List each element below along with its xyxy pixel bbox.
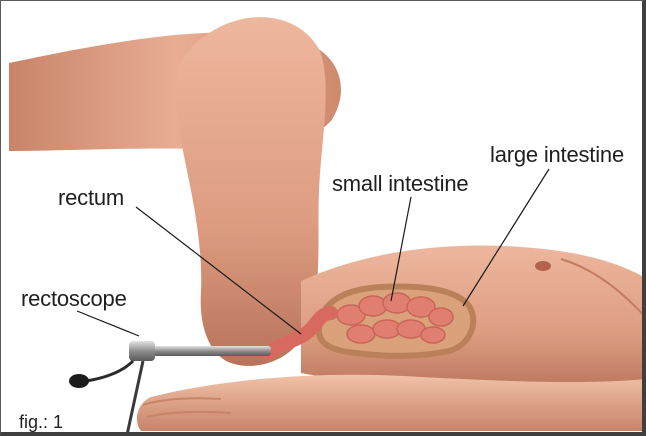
small-intestine-label: small intestine [332,173,468,195]
figure-caption: fig.: 1 [19,412,63,433]
large-intestine-label: large intestine [490,144,624,166]
arm [137,375,646,431]
nipple [535,261,551,271]
rectum-label: rectum [58,187,124,209]
rectoscope-label: rectoscope [21,288,127,310]
rectoscope-leader-line [77,311,139,336]
